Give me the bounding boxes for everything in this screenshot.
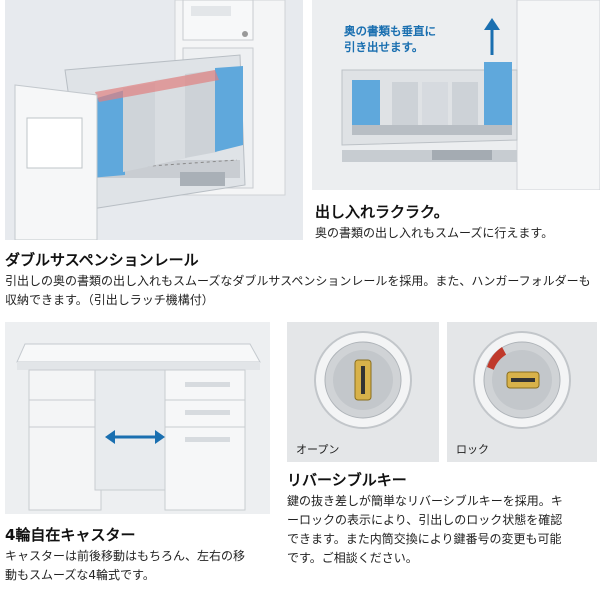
easy-access-body: 奥の書類の出し入れもスムーズに行えます。 bbox=[315, 226, 554, 240]
key-lock-caption: ロック bbox=[456, 443, 489, 456]
double-suspension-body: 引出しの奥の書類の出し入れもスムーズなダブルサスペンションレールを採用。また、ハ… bbox=[5, 274, 591, 307]
drawer-inner-overlay-text: 奥の書類も垂直に 引き出せます。 bbox=[344, 24, 436, 54]
photo-key-open bbox=[287, 322, 439, 462]
photo-key-lock bbox=[447, 322, 597, 462]
key-open-caption: オープン bbox=[296, 443, 340, 456]
easy-access-heading: 出し入れラクラク。 bbox=[315, 203, 449, 221]
reversible-key-heading: リバーシブルキー bbox=[287, 471, 407, 489]
desk-casters-illustration bbox=[5, 322, 270, 514]
casters-body: キャスターは前後移動はもちろん、左右の移動もスムーズな4輪式です。 bbox=[5, 549, 246, 582]
key-open-illustration bbox=[287, 322, 439, 462]
drawer-rail-illustration bbox=[5, 0, 303, 240]
key-lock-illustration bbox=[447, 322, 597, 462]
lock-indicator-icon bbox=[487, 347, 509, 372]
double-suspension-heading: ダブルサスペンションレール bbox=[5, 251, 199, 269]
drawer-inner-illustration bbox=[312, 0, 600, 190]
photo-desk-casters bbox=[5, 322, 270, 514]
casters-heading: 4輪自在キャスター bbox=[5, 526, 136, 544]
photo-drawer-inner bbox=[312, 0, 600, 190]
photo-drawer-rail bbox=[5, 0, 303, 240]
reversible-key-body: 鍵の抜き差しが簡単なリバーシブルキーを採用。キーロックの表示により、引出しのロッ… bbox=[287, 494, 563, 565]
